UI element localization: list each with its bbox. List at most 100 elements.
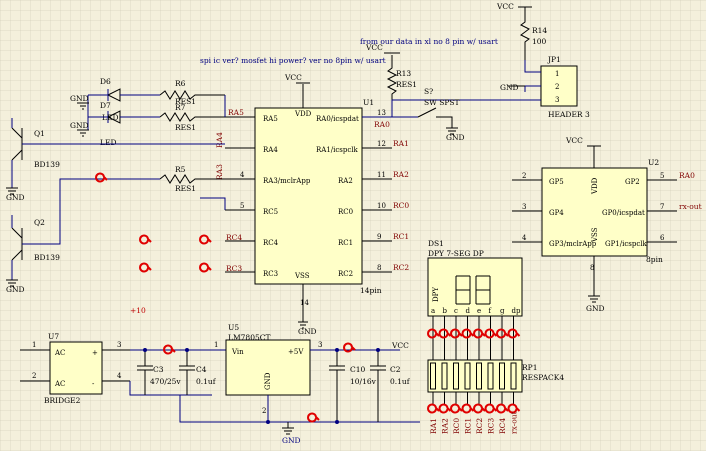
u1-pinnum-4: 4 bbox=[240, 171, 245, 179]
error-marker-8 bbox=[307, 412, 320, 423]
ds-error-marker bbox=[496, 328, 509, 339]
note-right: from our data in xl no 8 pin w/ usart bbox=[360, 37, 498, 46]
cap-c4[interactable]: C4 0.1uf bbox=[179, 350, 217, 395]
gnd-q2: GND bbox=[6, 285, 25, 294]
led-d6-part: LED bbox=[100, 138, 116, 147]
u2-pin7: 7 bbox=[660, 203, 664, 211]
svg-text:470/25v: 470/25v bbox=[150, 377, 181, 386]
seven-seg-ds1[interactable]: DS1 DPY 7-SEG DP DPY bbox=[427, 239, 523, 317]
r14-vcc: VCC bbox=[496, 2, 514, 11]
ds-net-label: RC2 bbox=[475, 418, 484, 434]
svg-text:R13: R13 bbox=[396, 69, 411, 78]
switch-gnd: GND bbox=[446, 133, 465, 142]
cap-c2[interactable]: C2 0.1uf bbox=[370, 350, 411, 422]
u1-pinnum-5: 5 bbox=[240, 202, 244, 210]
error-marker-6 bbox=[163, 344, 176, 355]
u1-pin-ra2: RA2 bbox=[338, 177, 353, 185]
ds-net-label: RC3 bbox=[487, 418, 496, 434]
svg-text:AC: AC bbox=[54, 380, 65, 388]
svg-text:RES1: RES1 bbox=[175, 97, 196, 106]
svg-text:DPY: DPY bbox=[432, 287, 440, 302]
net-ra3: RA3 bbox=[215, 164, 224, 180]
svg-text:C2: C2 bbox=[390, 365, 401, 374]
net-rc2: RC2 bbox=[393, 263, 409, 272]
ds-error-marker bbox=[507, 403, 521, 414]
ds-error-marker bbox=[473, 403, 486, 414]
svg-text:1: 1 bbox=[555, 70, 559, 78]
ds-net-label: RC0 bbox=[452, 418, 461, 434]
svg-text:-: - bbox=[92, 380, 95, 388]
u1-pin-rc0: RC0 bbox=[338, 208, 353, 216]
svg-text:U7: U7 bbox=[48, 332, 59, 341]
gnd-q1: GND bbox=[6, 193, 25, 202]
ds-error-marker bbox=[461, 328, 475, 339]
svg-text:U2: U2 bbox=[648, 158, 659, 167]
svg-text:C4: C4 bbox=[196, 365, 207, 374]
svg-text:100: 100 bbox=[532, 37, 547, 46]
ds-seg-label: f bbox=[489, 307, 493, 315]
ds-error-marker bbox=[427, 403, 440, 414]
u1-pinnum-8: 8 bbox=[377, 264, 381, 272]
svg-text:Q1: Q1 bbox=[34, 129, 45, 138]
u1-vdd: VDD bbox=[294, 110, 312, 118]
u1-pin-rc2: RC2 bbox=[338, 270, 353, 278]
cap-c10[interactable]: C10 10/16v bbox=[329, 350, 377, 422]
svg-text:R5: R5 bbox=[175, 165, 186, 174]
svg-text:D7: D7 bbox=[100, 101, 111, 110]
ds-seg-label: g bbox=[500, 307, 505, 315]
resistor-r7[interactable]: R7 RES1 bbox=[159, 103, 225, 132]
resistor-r14[interactable]: R14 100 bbox=[520, 7, 547, 60]
ds-error-marker bbox=[473, 328, 486, 339]
supply-vcc: VCC bbox=[391, 341, 409, 350]
ds-error-marker bbox=[438, 328, 452, 339]
u2-pin8: 8 bbox=[590, 264, 594, 272]
u2-pin2: 2 bbox=[522, 172, 526, 180]
header-jp1[interactable]: JP1 HEADER 3 1 2 3 bbox=[540, 55, 590, 119]
resistor-r6[interactable]: R6 RES1 bbox=[159, 79, 225, 106]
u1-pin-ra5: RA5 bbox=[263, 115, 278, 123]
svg-text:AC: AC bbox=[54, 349, 65, 357]
u2-pin3: 3 bbox=[522, 203, 526, 211]
svg-text:GP5: GP5 bbox=[549, 178, 564, 186]
u2-pin4: 4 bbox=[522, 234, 527, 242]
svg-text:DPY 7-SEG DP: DPY 7-SEG DP bbox=[428, 249, 484, 258]
u7-p2: 2 bbox=[32, 372, 36, 380]
resistor-r13[interactable]: R13 RES1 bbox=[386, 55, 417, 117]
svg-text:Q2: Q2 bbox=[34, 218, 45, 227]
plus10-label: +10 bbox=[130, 306, 146, 315]
u1-pin-rc4: RC4 bbox=[263, 239, 279, 247]
resistor-r5[interactable]: R5 RES1 bbox=[159, 165, 225, 193]
respack-rp1[interactable]: RP1 RESPACK4 bbox=[427, 359, 564, 393]
u1-pin-ra3: RA3/mclrApp bbox=[263, 177, 311, 185]
ds-error-marker bbox=[496, 403, 509, 414]
svg-text:U5: U5 bbox=[228, 323, 239, 332]
svg-text:SW SPST: SW SPST bbox=[424, 98, 460, 107]
u1-pin-rc1: RC1 bbox=[338, 239, 353, 247]
ds-seg-label: c bbox=[454, 307, 458, 315]
ds-seg-label: dp bbox=[512, 307, 521, 315]
u1-pinnum-9: 9 bbox=[377, 233, 381, 241]
svg-text:RES1: RES1 bbox=[175, 184, 196, 193]
u1-pinnum-11: 11 bbox=[377, 171, 386, 179]
u2-vcc: VCC bbox=[565, 136, 583, 145]
u1-chip[interactable]: U1 14pin VDD VSS RA5 RA4 RA3/mclrApp RC5… bbox=[254, 98, 382, 295]
cap-c3[interactable]: C3 470/25v bbox=[137, 350, 181, 395]
switch-spst[interactable]: S? SW SPST bbox=[417, 87, 460, 128]
svg-text:RES1: RES1 bbox=[396, 80, 417, 89]
svg-text:8pin: 8pin bbox=[646, 255, 663, 264]
error-marker-5 bbox=[199, 262, 212, 273]
respack-resistor bbox=[453, 362, 459, 390]
gnd-led2: GND bbox=[70, 121, 89, 130]
gnd-led1: GND bbox=[70, 94, 89, 103]
u2-chip[interactable]: U2 8pin GP5 GP4 GP3/mclrApp GP2 GP0/icsp… bbox=[541, 158, 663, 264]
u1-pinnum-14: 14 bbox=[300, 299, 309, 307]
ds-seg-label: b bbox=[443, 307, 448, 315]
u2-net-rxout: rx-out bbox=[679, 202, 702, 211]
error-marker-2 bbox=[139, 234, 152, 245]
svg-text:HEADER 3: HEADER 3 bbox=[548, 110, 590, 119]
net-rc3: RC3 bbox=[226, 264, 242, 273]
bridge-u7[interactable]: U7 BRIDGE2 AC AC + - bbox=[44, 332, 103, 405]
